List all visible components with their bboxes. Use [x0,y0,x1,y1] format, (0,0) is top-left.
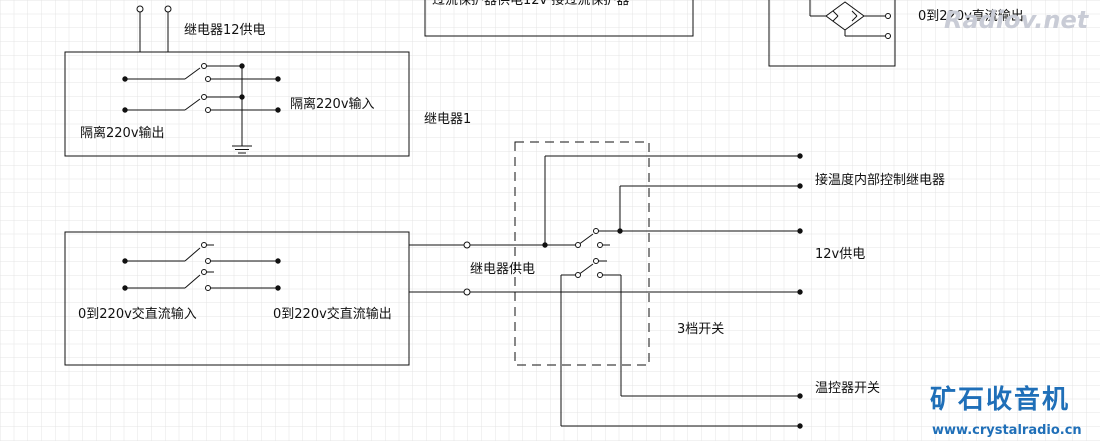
relay12-power-terminals [136,5,172,52]
switch-3pos-contacts [544,155,800,427]
relay-power-label: 继电器供电 [470,262,535,277]
isolation-relay-box [64,51,410,157]
acdc-output-label: 0到220v交直流输出 [273,306,392,322]
bridge-rectifier [809,0,891,39]
output-terminals [797,153,803,429]
thermostat-switch-label: 温控器开关 [815,381,880,396]
watermark-logo-cn: 矿石收音机 [930,384,1070,415]
acdc-relay-box [64,231,410,366]
watermark-url: www.crystalradio.cn [932,423,1082,438]
overcurrent-box [424,0,694,37]
relay1-label: 继电器1 [424,112,471,127]
dc-output-label: 0到220v直流输出 [918,8,1024,24]
isolated-input-label: 隔离220v输入 [290,96,375,112]
switch-3pos-box [514,141,650,366]
temp-relay-label: 接温度内部控制继电器 [815,172,945,188]
acdc-input-label: 0到220v交直流输入 [78,306,197,322]
relay12-power-label: 继电器12供电 [184,23,266,38]
watermark-top: Radiov.net [944,6,1090,34]
overcurrent-label: 过流保护器供电12v 接过流保护器 [432,0,629,8]
rectifier-box [768,0,896,67]
isolation-relay-contacts [122,63,281,154]
acdc-relay-contacts [122,242,281,291]
switch3-label: 3档开关 [677,322,724,337]
isolated-output-label: 隔离220v输出 [80,125,165,141]
v12-power-label: 12v供电 [815,247,865,262]
